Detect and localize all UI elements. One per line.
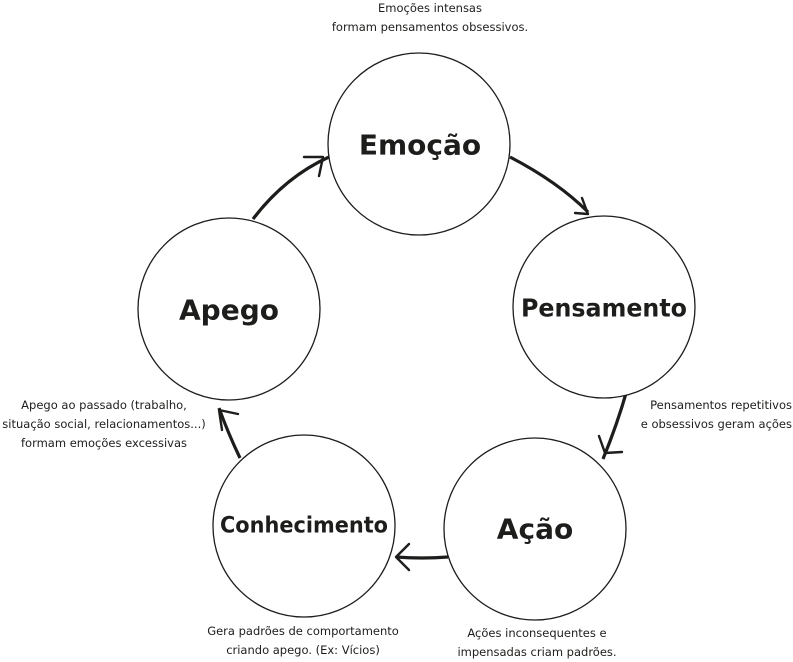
arc-conhecimento-to-apego: [217, 407, 242, 459]
caption-pensamento: Pensamentos repetitivos e obsessivos ger…: [641, 396, 792, 434]
node-circle-conhecimento: [212, 434, 396, 618]
caption-conhecimento-line-1: Gera padrões de comportamento: [207, 624, 399, 638]
arrowhead-acao-icon: [597, 434, 624, 455]
caption-acao: Ações inconsequentes e impensadas criam …: [438, 624, 636, 662]
node-label-pensamento: Pensamento: [521, 294, 687, 323]
caption-emocao: Emoções intensas formam pensamentos obse…: [0, 0, 793, 37]
caption-apego-line-3: formam emoções excessivas: [20, 436, 187, 450]
arrowhead-conhecimento-icon: [394, 542, 411, 572]
caption-pensamento-line-2: e obsessivos geram ações: [640, 417, 792, 431]
arrowhead-pensamento-icon: [573, 196, 590, 216]
arrowhead-emocao-icon: [302, 155, 325, 178]
node-circle-pensamento: [512, 215, 696, 399]
caption-conhecimento: Gera padrões de comportamento criando ap…: [183, 622, 423, 660]
caption-apego-line-1: Apego ao passado (trabalho,: [21, 398, 187, 412]
caption-conhecimento-line-2: criando apego. (Ex: Vícios): [226, 643, 380, 657]
caption-pensamento-line-1: Pensamentos repetitivos: [650, 398, 792, 412]
node-label-acao: Ação: [497, 513, 573, 546]
node-label-conhecimento: Conhecimento: [220, 514, 388, 539]
node-label-apego: Apego: [179, 294, 279, 327]
caption-emocao-line-2: formam pensamentos obsessivos.: [331, 20, 529, 34]
arc-apego-to-emocao: [251, 155, 330, 220]
caption-apego-line-2: situação social, relacionamentos...): [2, 417, 206, 431]
arc-pensamento-to-acao: [601, 389, 629, 460]
arc-acao-to-conhecimento: [395, 555, 449, 560]
node-circle-emocao: [327, 52, 511, 236]
arrowhead-apego-icon: [217, 408, 240, 432]
caption-apego: Apego ao passado (trabalho, situação soc…: [0, 396, 208, 453]
node-circle-acao: [443, 437, 627, 621]
caption-acao-line-2: impensadas criam padrões.: [457, 645, 617, 659]
node-label-emocao: Emoção: [359, 129, 481, 162]
arc-emocao-to-pensamento: [509, 155, 590, 214]
node-circle-apego: [137, 217, 321, 401]
caption-emocao-line-1: Emoções intensas: [378, 1, 482, 15]
caption-acao-line-1: Ações inconsequentes e: [467, 626, 607, 640]
